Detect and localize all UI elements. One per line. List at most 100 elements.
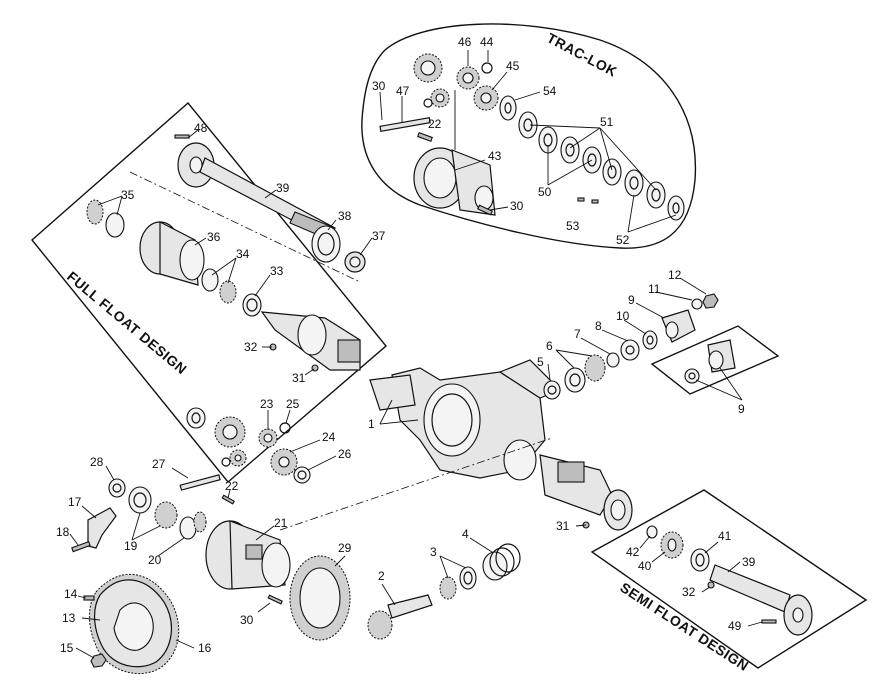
bolt-22-std <box>221 494 235 505</box>
ring-gear-29 <box>289 555 351 641</box>
pinion-mate-lower <box>229 449 247 467</box>
shim-28 <box>108 478 126 498</box>
callout-31-semi: 31 <box>556 519 570 533</box>
callout-40: 40 <box>638 559 652 573</box>
axle-housing-1 <box>369 359 633 531</box>
callout-8: 8 <box>595 319 602 333</box>
stud-48 <box>174 134 190 139</box>
pinion-flange-inset: 9 <box>650 325 780 416</box>
flange-9-inset <box>707 339 736 373</box>
bearing-cup-3 <box>459 566 477 590</box>
callout-19: 19 <box>124 539 138 553</box>
callout-27: 27 <box>152 457 166 471</box>
callout-43: 43 <box>488 149 502 163</box>
callout-12: 12 <box>668 268 682 282</box>
bearing-cone-19 <box>154 501 178 529</box>
axle-shaft-39-semi <box>709 564 813 636</box>
pinion-mate-23 <box>258 428 278 448</box>
callout-24: 24 <box>322 430 336 444</box>
axle-tube-full <box>260 311 361 371</box>
trac-lok-title: TRAC-LOK <box>544 29 620 79</box>
bolt-49 <box>761 619 777 624</box>
callout-54: 54 <box>543 84 557 98</box>
trac-lok-outline <box>361 23 697 249</box>
washer-11 <box>691 298 703 310</box>
differential-case-43 <box>413 147 496 216</box>
callout-15: 15 <box>60 641 74 655</box>
seal-33 <box>242 293 262 317</box>
washer-small <box>423 98 433 108</box>
pinion-mate-gear-46 <box>456 66 480 90</box>
nut-12 <box>702 293 719 309</box>
callout-18: 18 <box>56 525 70 539</box>
callout-30-std: 30 <box>240 613 254 627</box>
callout-29: 29 <box>338 541 352 555</box>
callout-38: 38 <box>338 209 352 223</box>
callout-6: 6 <box>546 339 553 353</box>
callout-25: 25 <box>286 397 300 411</box>
callout-22-std: 22 <box>225 479 239 493</box>
bolt-22-trac <box>417 132 433 142</box>
seal-41 <box>690 548 710 572</box>
callout-30-trac: 30 <box>510 199 524 213</box>
full-float-title: FULL FLOAT DESIGN <box>64 268 190 377</box>
callout-1: 1 <box>368 417 375 431</box>
callout-36: 36 <box>207 230 221 244</box>
bearing-40 <box>660 531 684 559</box>
callout-35: 35 <box>121 188 135 202</box>
washer-34a <box>201 268 219 292</box>
side-gear-large <box>214 416 246 448</box>
washer-top <box>186 407 206 429</box>
cross-shaft-47 <box>379 116 431 132</box>
callout-5: 5 <box>537 355 544 369</box>
bearing-cup-5 <box>543 380 561 400</box>
washer-8 <box>620 339 640 361</box>
callout-17: 17 <box>68 495 82 509</box>
callout-49: 49 <box>728 619 742 633</box>
callout-26: 26 <box>338 447 352 461</box>
callout-31-full: 31 <box>292 371 306 385</box>
full-float-outline <box>31 101 387 484</box>
semi-float-group: SEMI FLOAT DESIGN 42 40 41 39 32 49 <box>590 489 868 674</box>
callout-44: 44 <box>480 35 494 49</box>
bearing-cap-17 <box>87 507 117 549</box>
bearing-cone-20 <box>193 511 207 533</box>
callout-21: 21 <box>274 516 288 530</box>
pinion-side-parts: 5 6 7 8 10 9 11 12 <box>537 268 719 400</box>
cover-parts: 14 13 15 16 <box>60 573 212 675</box>
callout-3: 3 <box>430 545 437 559</box>
callout-48: 48 <box>194 121 208 135</box>
crush-sleeve-4 <box>482 543 521 581</box>
callout-4: 4 <box>462 527 469 541</box>
callout-33: 33 <box>270 264 284 278</box>
callout-7: 7 <box>574 327 581 341</box>
callout-41: 41 <box>718 529 732 543</box>
seal-9-inset <box>684 368 700 384</box>
callout-32-full: 32 <box>244 340 258 354</box>
callout-20: 20 <box>148 553 162 567</box>
cross-shaft-27 <box>179 474 221 491</box>
inset-outline <box>650 325 780 395</box>
bearing-cup-20 <box>179 516 197 540</box>
seal-42 <box>646 525 658 539</box>
callout-16: 16 <box>198 641 212 655</box>
pin-30-trac <box>477 204 493 216</box>
callout-30-trac-top: 30 <box>372 79 386 93</box>
semi-float-outline <box>590 489 868 669</box>
callout-45: 45 <box>506 59 520 73</box>
bearing-34 <box>219 280 237 304</box>
pinion-mate-gear-lower <box>430 88 450 108</box>
callout-39-full: 39 <box>276 181 290 195</box>
bearing-cone-35 <box>86 199 125 238</box>
callout-34: 34 <box>236 247 250 261</box>
bearing-cup-6 <box>564 367 586 393</box>
thrust-washer-44 <box>481 62 493 74</box>
callout-53: 53 <box>566 219 580 233</box>
trac-lok-group: TRAC-LOK <box>361 23 697 249</box>
drive-pinion-2 <box>367 594 433 640</box>
side-gear-24 <box>270 448 298 476</box>
spring-53b <box>591 199 599 204</box>
bearing-cone-6 <box>584 354 606 382</box>
callout-51: 51 <box>600 115 614 129</box>
